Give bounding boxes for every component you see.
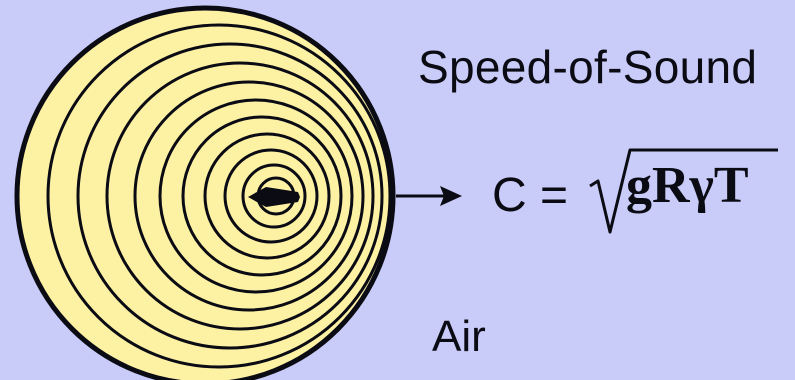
medium-label: Air: [432, 312, 486, 362]
direction-arrow-icon: [396, 186, 462, 206]
formula-radicand: gRγT: [626, 156, 749, 215]
diagram-title: Speed-of-Sound: [418, 40, 757, 94]
formula-lhs: C =: [492, 168, 568, 223]
